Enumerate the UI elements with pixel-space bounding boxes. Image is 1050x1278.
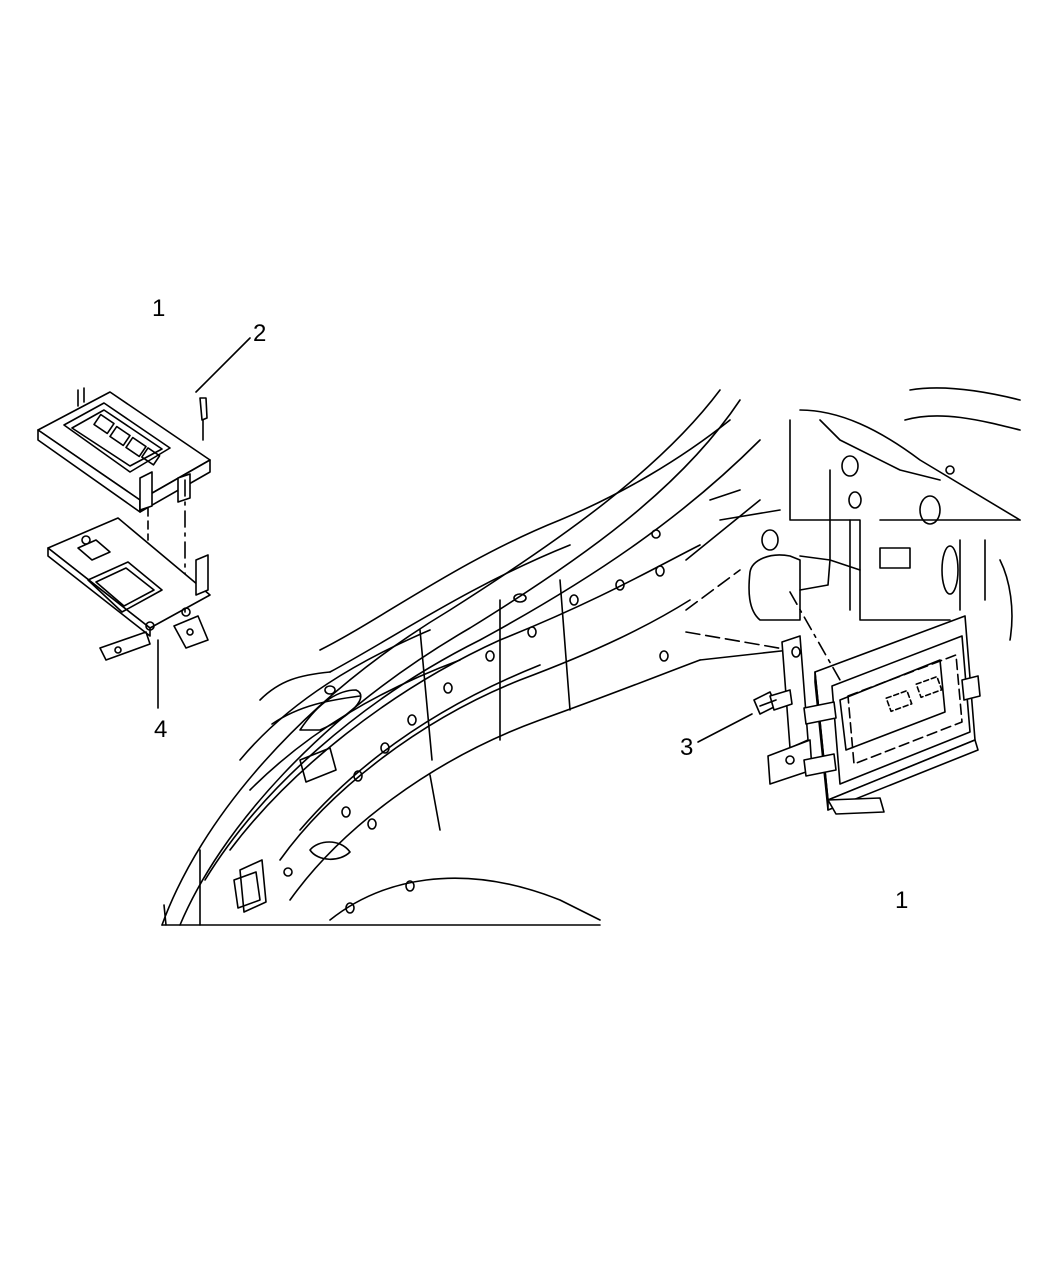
callout-3-bolt: 3: [680, 734, 694, 761]
callout-2-screw: 2: [253, 320, 267, 347]
installed-control-module: [767, 591, 981, 815]
callout-1-module: 1: [152, 295, 166, 322]
callout-1-installed-module: 1: [895, 887, 909, 914]
screw-part: [147, 397, 208, 613]
rail-holes: [283, 529, 669, 914]
leader-lines: [157, 337, 753, 743]
control-module-detail: [37, 387, 211, 513]
callout-4-bracket: 4: [154, 716, 168, 743]
bolt-part: [753, 689, 793, 715]
connector-sockets: [93, 413, 161, 466]
vehicle-body-structure: [161, 389, 761, 926]
mounting-bracket: [47, 517, 211, 661]
inner-panel-structure: [685, 387, 1021, 661]
